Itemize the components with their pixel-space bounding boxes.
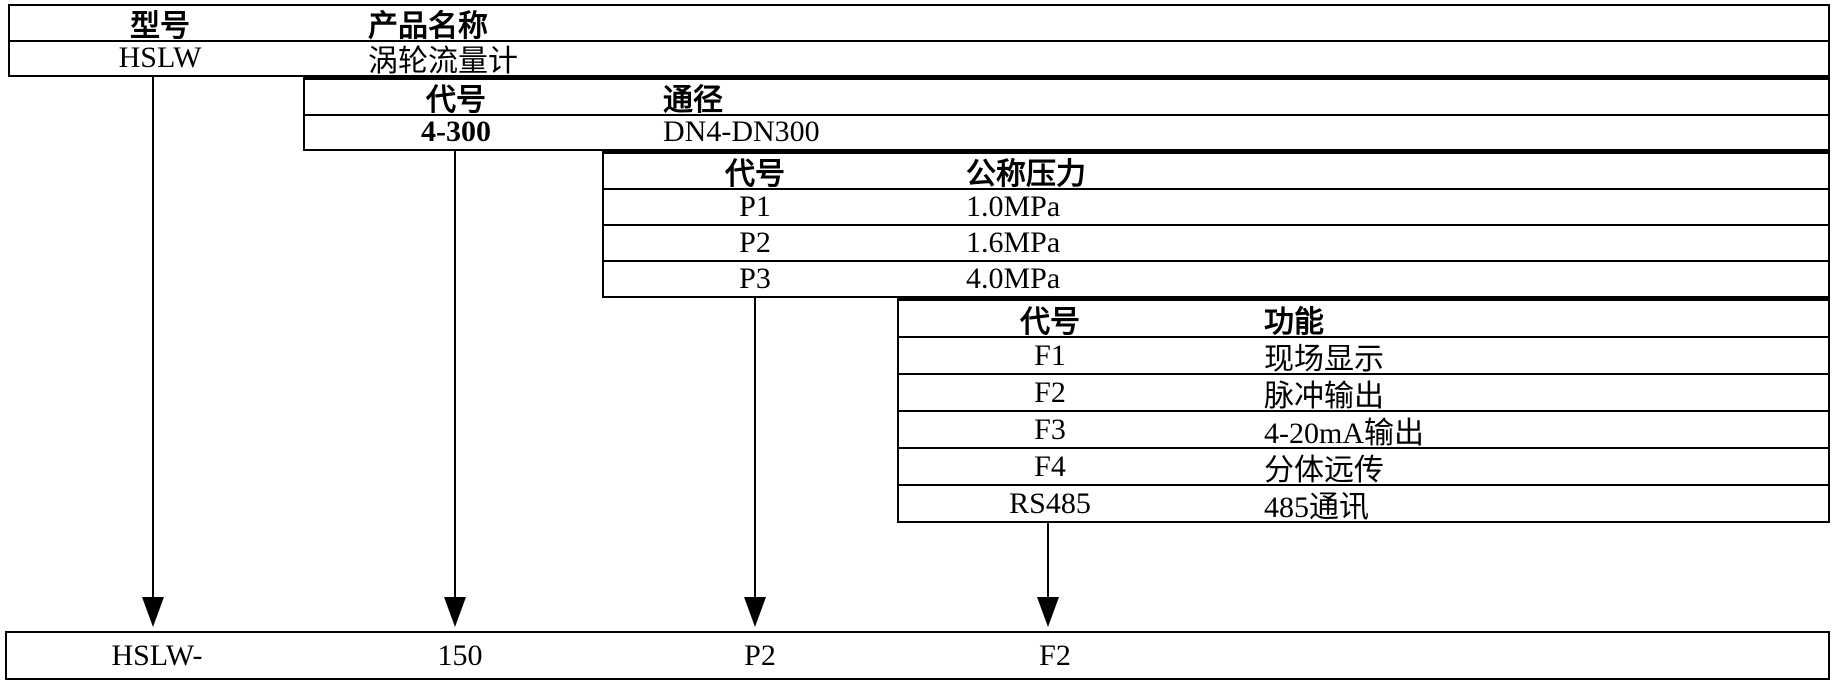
function-code-cell: RS485 xyxy=(1009,486,1091,520)
arrow-stem xyxy=(754,298,756,597)
function-table: 代号 功能 F1 现场显示 F2 脉冲输出 F3 4-20mA输出 F4 分体远… xyxy=(897,298,1830,524)
function-value-cell: 485通讯 xyxy=(1264,490,1369,524)
table-row: 代号 公称压力 xyxy=(604,154,1828,191)
pressure-code-cell: P3 xyxy=(739,262,771,295)
pressure-value-cell: 1.6MPa xyxy=(966,226,1061,259)
example-selection-row: HSLW- 150 P2 F2 xyxy=(5,631,1830,680)
pressure-value-cell: 1.0MPa xyxy=(966,190,1061,223)
table-row: 代号 通径 xyxy=(305,80,1828,117)
product-name-header: 产品名称 xyxy=(368,9,488,43)
diameter-table: 代号 通径 4-300 DN4-DN300 xyxy=(303,77,1830,151)
table-row: F3 4-20mA输出 xyxy=(899,410,1828,450)
diameter-code-header: 代号 xyxy=(426,83,486,117)
model-table: 型号 产品名称 HSLW 涡轮流量计 xyxy=(8,4,1830,78)
arrow-stem xyxy=(1047,523,1049,597)
table-row: F2 脉冲输出 xyxy=(899,373,1828,413)
table-row: 型号 产品名称 xyxy=(10,6,1828,43)
arrow-stem xyxy=(454,151,456,597)
diameter-code-cell: 4-300 xyxy=(421,115,491,149)
function-value-cell: 脉冲输出 xyxy=(1264,379,1384,413)
function-value-cell: 分体远传 xyxy=(1264,453,1384,487)
model-code-header: 型号 xyxy=(130,9,190,43)
function-code-cell: F3 xyxy=(1034,412,1066,446)
table-row: F4 分体远传 xyxy=(899,447,1828,487)
down-arrow-icon xyxy=(444,597,466,627)
down-arrow-icon xyxy=(744,597,766,627)
pressure-table: 代号 公称压力 P1 1.0MPa P2 1.6MPa P3 4.0MPa xyxy=(602,151,1830,298)
table-row: HSLW 涡轮流量计 xyxy=(10,39,1828,78)
function-code-cell: F1 xyxy=(1034,338,1066,372)
pressure-code-cell: P1 xyxy=(739,190,771,223)
pressure-code-cell: P2 xyxy=(739,226,771,259)
function-code-cell: F2 xyxy=(1034,375,1066,409)
pressure-value-cell: 4.0MPa xyxy=(966,262,1061,295)
function-code-cell: F4 xyxy=(1034,449,1066,483)
example-diameter-value: 150 xyxy=(437,638,483,672)
arrow-stem xyxy=(152,77,154,597)
pressure-code-header: 代号 xyxy=(725,158,785,191)
table-row: F1 现场显示 xyxy=(899,336,1828,376)
function-code-header: 代号 xyxy=(1020,305,1080,339)
example-function-value: F2 xyxy=(1039,638,1071,672)
model-code-cell: HSLW xyxy=(118,41,202,75)
table-row: 代号 功能 xyxy=(899,301,1828,339)
example-pressure-value: P2 xyxy=(744,638,776,672)
table-row: RS485 485通讯 xyxy=(899,484,1828,524)
diameter-header: 通径 xyxy=(663,83,723,117)
function-header: 功能 xyxy=(1264,305,1324,339)
down-arrow-icon xyxy=(142,597,164,627)
example-model-value: HSLW- xyxy=(111,638,203,672)
product-name-cell: 涡轮流量计 xyxy=(368,45,518,79)
diameter-range-cell: DN4-DN300 xyxy=(663,115,820,149)
table-row: P3 4.0MPa xyxy=(604,260,1828,296)
table-row: P2 1.6MPa xyxy=(604,224,1828,260)
table-row: 4-300 DN4-DN300 xyxy=(305,113,1828,150)
function-value-cell: 现场显示 xyxy=(1264,342,1384,376)
function-value-cell: 4-20mA输出 xyxy=(1264,416,1424,450)
pressure-header: 公称压力 xyxy=(966,158,1086,191)
table-row: P1 1.0MPa xyxy=(604,188,1828,224)
down-arrow-icon xyxy=(1037,597,1059,627)
